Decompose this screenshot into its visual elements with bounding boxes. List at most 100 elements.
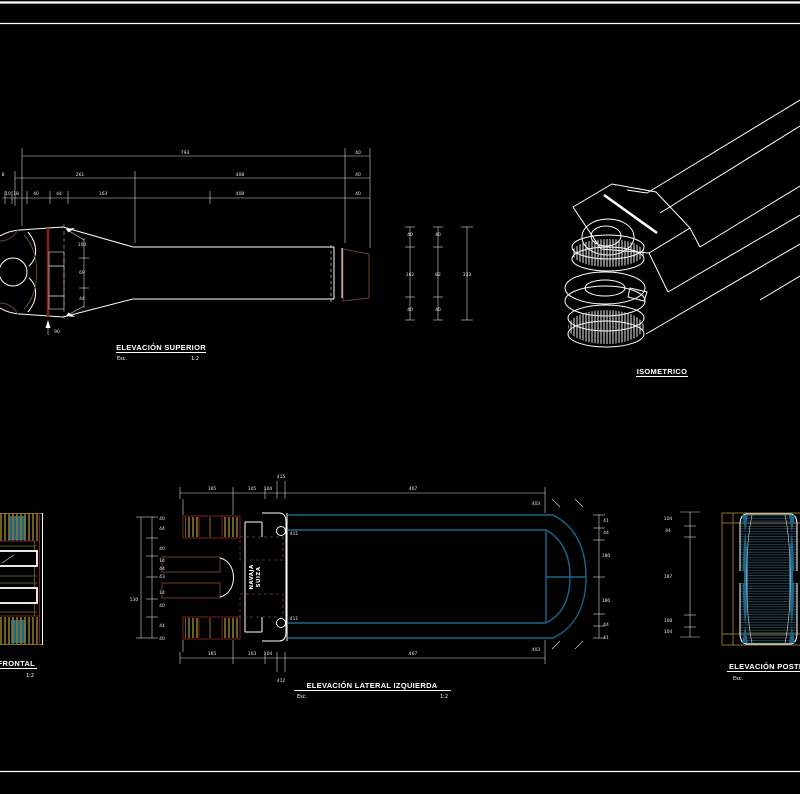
dimension-text: 403 (532, 501, 541, 507)
superior-detail-rect-2 (48, 265, 65, 297)
dimension-text: 180 (602, 553, 611, 559)
dimension-text: 41 (603, 518, 609, 524)
iso-head-edge-highlight (603, 193, 658, 235)
dimension-text: 44 (665, 528, 671, 534)
part-label-line-1: NAVAJA (249, 564, 255, 590)
dimension-text: 43 (159, 574, 165, 580)
dimension-text: 333 (463, 272, 472, 278)
lateral-title: ELEVACIÓN LATERAL IZQUIERDA (306, 681, 437, 690)
lateral-knob-top (182, 515, 241, 539)
posterior-teal-band-right (789, 515, 795, 643)
lateral-prong-1 (161, 556, 221, 573)
dimension-text: 44 (56, 191, 62, 197)
iso-bar (626, 99, 800, 335)
dimension-text: 44 (159, 623, 165, 629)
posterior-teal-band-left (742, 515, 748, 643)
lateral-dimension-lines (136, 481, 605, 672)
posterior-title-block: ELEVACIÓN POSTERIOR Esc. (727, 662, 800, 682)
dimension-text: 165 (208, 651, 217, 657)
superior-detail-rect-3 (48, 295, 65, 310)
lateral-prong-2 (161, 582, 221, 599)
lateral-hook-top (276, 526, 286, 536)
dimension-text: 163 (99, 191, 108, 197)
lateral-esc-label: Esc. (297, 694, 308, 700)
dimension-text: 40 (435, 307, 441, 313)
superior-tip-trapezoid (342, 248, 370, 302)
dimension-text: 40 (33, 191, 39, 197)
dimension-text: 467 (409, 486, 418, 492)
sheet-border (0, 1, 800, 773)
superior-top-edge (0, 226, 334, 248)
lateral-body (288, 514, 587, 639)
isometrico-title: ISOMETRICO (637, 367, 688, 376)
dimension-text: 18 (13, 191, 19, 197)
dimension-text: 40 (159, 546, 165, 552)
dimension-text: 104 (664, 516, 673, 522)
superior-title: ELEVACIÓN SUPERIOR (116, 343, 206, 352)
dimension-text: 40 (355, 172, 361, 178)
dimension-text: 8 (2, 172, 5, 178)
dimension-text: 467 (409, 651, 418, 657)
superior-detail-rect-1 (48, 251, 65, 267)
superior-hidden-arc (23, 234, 38, 310)
lateral-dim-texts: 165 105 104 467 415 411 411 403 403 165 103 104 467 4… (130, 474, 611, 684)
posterior-frame (721, 512, 800, 646)
dimension-text: 40 (435, 232, 441, 238)
dimension-text: 40 (159, 636, 165, 642)
iso-hook (627, 287, 648, 302)
superior-esc-label: Esc. (117, 356, 128, 362)
dimension-text: 408 (236, 172, 245, 178)
dimension-text: 411 (290, 531, 299, 537)
iso-knurl-disc-1 (572, 239, 644, 267)
dimension-text: 261 (76, 172, 85, 178)
dimension-text: 165 (208, 486, 217, 492)
lateral-knob-bottom (182, 616, 241, 640)
posterior-notch-right (793, 571, 798, 583)
dimension-text: 104 (264, 486, 273, 492)
dimension-text: 100 (78, 242, 87, 248)
dimension-text: 44 (603, 530, 609, 536)
frontal-title-block: ELEVACIÓN FRONTAL Esc. 1:2 (0, 659, 37, 679)
superior-dim-texts-head: 100 69 44 90 (54, 242, 86, 335)
dimension-text: 104 (664, 629, 673, 635)
dimension-text: 105 (248, 486, 257, 492)
dimension-text: 41 (603, 635, 609, 641)
lateral-spine-outline (262, 512, 287, 642)
dimension-text: 40 (407, 232, 413, 238)
dimension-text: 40 (407, 307, 413, 313)
superior-pivot-hole (0, 257, 28, 287)
dimension-text: 415 (277, 474, 286, 480)
dimension-text: 82 (435, 272, 441, 278)
frontal-scale-value: 1:2 (26, 673, 34, 679)
isometrico-title-block: ISOMETRICO (636, 367, 688, 377)
dimension-text: 44 (603, 622, 609, 628)
superior-part-outline (0, 224, 370, 320)
dimension-text: 40 (355, 150, 361, 156)
dimension-text: 104 (264, 651, 273, 657)
dimension-text: 40 (159, 603, 165, 609)
dimension-text: 10 (5, 191, 11, 197)
dimension-text: 187 (664, 574, 673, 580)
lateral-hidden-rect-1 (239, 536, 284, 561)
dimension-text: 412 (277, 678, 286, 684)
dimension-text: 44 (159, 566, 165, 572)
view-lateral: NAVAJA SUIZA 165 105 104 467 415 411 411 403 403… (130, 474, 611, 700)
dimension-text: 44 (79, 296, 85, 302)
frontal-title: ELEVACIÓN FRONTAL (0, 659, 35, 668)
dimension-text: 90 (54, 329, 60, 335)
dimension-text: 411 (290, 616, 299, 622)
dimension-text: 103 (248, 651, 257, 657)
lateral-head: NAVAJA SUIZA (161, 512, 288, 642)
dimension-text: 40 (355, 191, 361, 197)
frontal-knurl-top (0, 513, 42, 541)
dimension-text: 793 (181, 150, 190, 156)
dimension-text: 403 (532, 647, 541, 653)
posterior-outline (739, 513, 798, 645)
dimension-text: 69 (79, 270, 85, 276)
superior-jaw-arc-bottom (27, 277, 37, 313)
